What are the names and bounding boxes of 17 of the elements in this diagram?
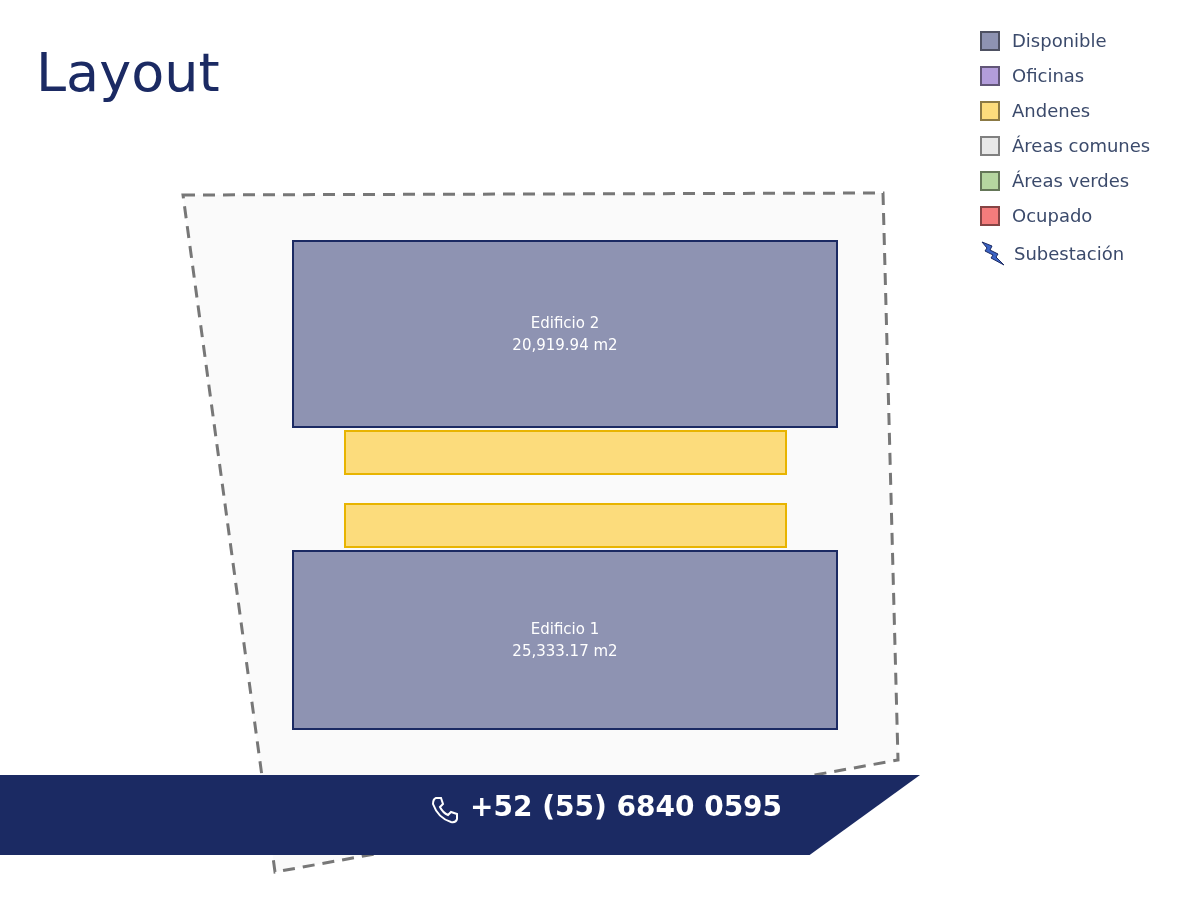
building-name: Edificio 1 xyxy=(530,619,600,640)
legend-label: Subestación xyxy=(1014,242,1125,264)
building-name: Edificio 2 xyxy=(530,313,600,334)
loading-dock-block xyxy=(344,503,787,548)
area-value: 20,919.94 m2 xyxy=(512,335,618,356)
legend-label: Áreas verdes xyxy=(1012,170,1130,191)
page-title: Layout xyxy=(36,40,220,106)
phone-number: +52 (55) 6840 0595 xyxy=(470,790,783,823)
legend-label: Ocupado xyxy=(1012,205,1093,226)
legend-label: Áreas comunes xyxy=(1012,135,1151,156)
legend-label: Disponible xyxy=(1012,30,1107,51)
building-block xyxy=(292,240,838,428)
area-value: 25,333.17 m2 xyxy=(512,641,618,662)
loading-dock-block xyxy=(344,430,787,475)
legend-label: Andenes xyxy=(1012,100,1091,121)
legend-label: Oficinas xyxy=(1012,65,1085,86)
building-block xyxy=(292,550,838,730)
